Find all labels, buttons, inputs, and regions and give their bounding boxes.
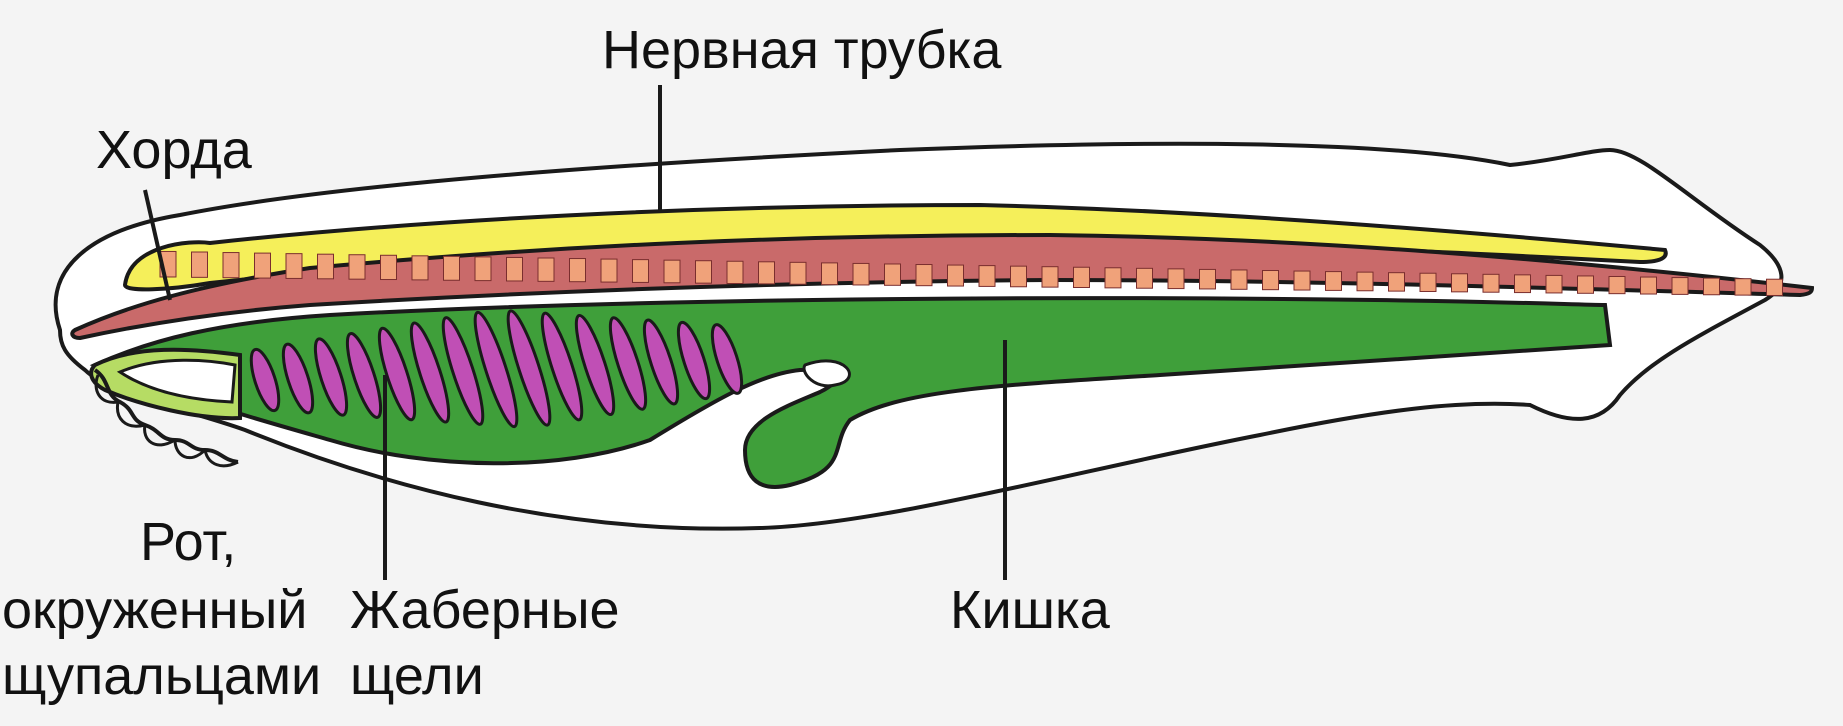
notochord-segment [1704,278,1720,295]
notochord-segment [412,256,428,280]
notochord-segment [1263,271,1279,290]
notochord-segment [255,253,271,278]
notochord-segment [1515,275,1531,293]
notochord-segment [1074,267,1090,287]
notochord-segment [381,255,397,279]
notochord-segment [1231,270,1247,289]
notochord-segment [1672,278,1688,295]
notochord-segment [885,264,901,285]
notochord-segment [1137,268,1153,288]
notochord-segment [507,257,523,281]
notochord-segment [570,259,586,282]
notochord-segment [1326,272,1342,291]
notochord-segment [1105,268,1121,288]
notochord-segment [1735,279,1751,295]
notochord-segment [1609,276,1625,293]
label-chord: Хорда [96,120,253,180]
notochord-segment [727,261,743,283]
label-gut: Кишка [950,580,1111,640]
notochord-segment [192,252,208,277]
notochord-segment [1168,269,1184,289]
notochord-segment [822,263,838,285]
notochord-segment [1042,267,1058,287]
notochord-segment [1578,276,1594,293]
notochord-segment [1641,277,1657,294]
label-gill-line1: Жаберные [350,580,620,640]
notochord-segment [1546,275,1562,293]
label-mouth-line1: Рот, [140,512,236,572]
notochord-segment [1420,273,1436,291]
notochord-segment [223,253,239,278]
label-gill-line2: щели [350,646,484,706]
notochord-segment [916,265,932,286]
label-mouth-line3: щупальцами [2,646,321,706]
notochord-segment [475,257,491,281]
notochord-segment [601,259,617,282]
notochord-segment [853,263,869,285]
notochord-segment [790,262,806,284]
notochord-segment [1483,274,1499,292]
notochord-segment [979,266,995,287]
label-nerve-tube: Нервная трубка [602,20,1002,80]
notochord-segment [1011,266,1027,287]
notochord-segment [349,255,365,279]
notochord-segment [286,254,302,279]
notochord-segment [1357,272,1373,291]
notochord-segment [1200,269,1216,289]
notochord-segment [633,260,649,283]
notochord-segment [1389,273,1405,291]
notochord-segment [948,265,964,286]
notochord-segment [759,262,775,284]
notochord-segment [696,261,712,283]
label-mouth-line2: окруженный [2,580,307,640]
notochord-segment [1452,274,1468,292]
notochord-segment [664,260,680,283]
notochord-segment [318,254,334,279]
notochord-segment [1294,271,1310,290]
notochord-segment [538,258,554,281]
notochord-segment [444,256,460,280]
notochord-segment [1767,279,1783,295]
